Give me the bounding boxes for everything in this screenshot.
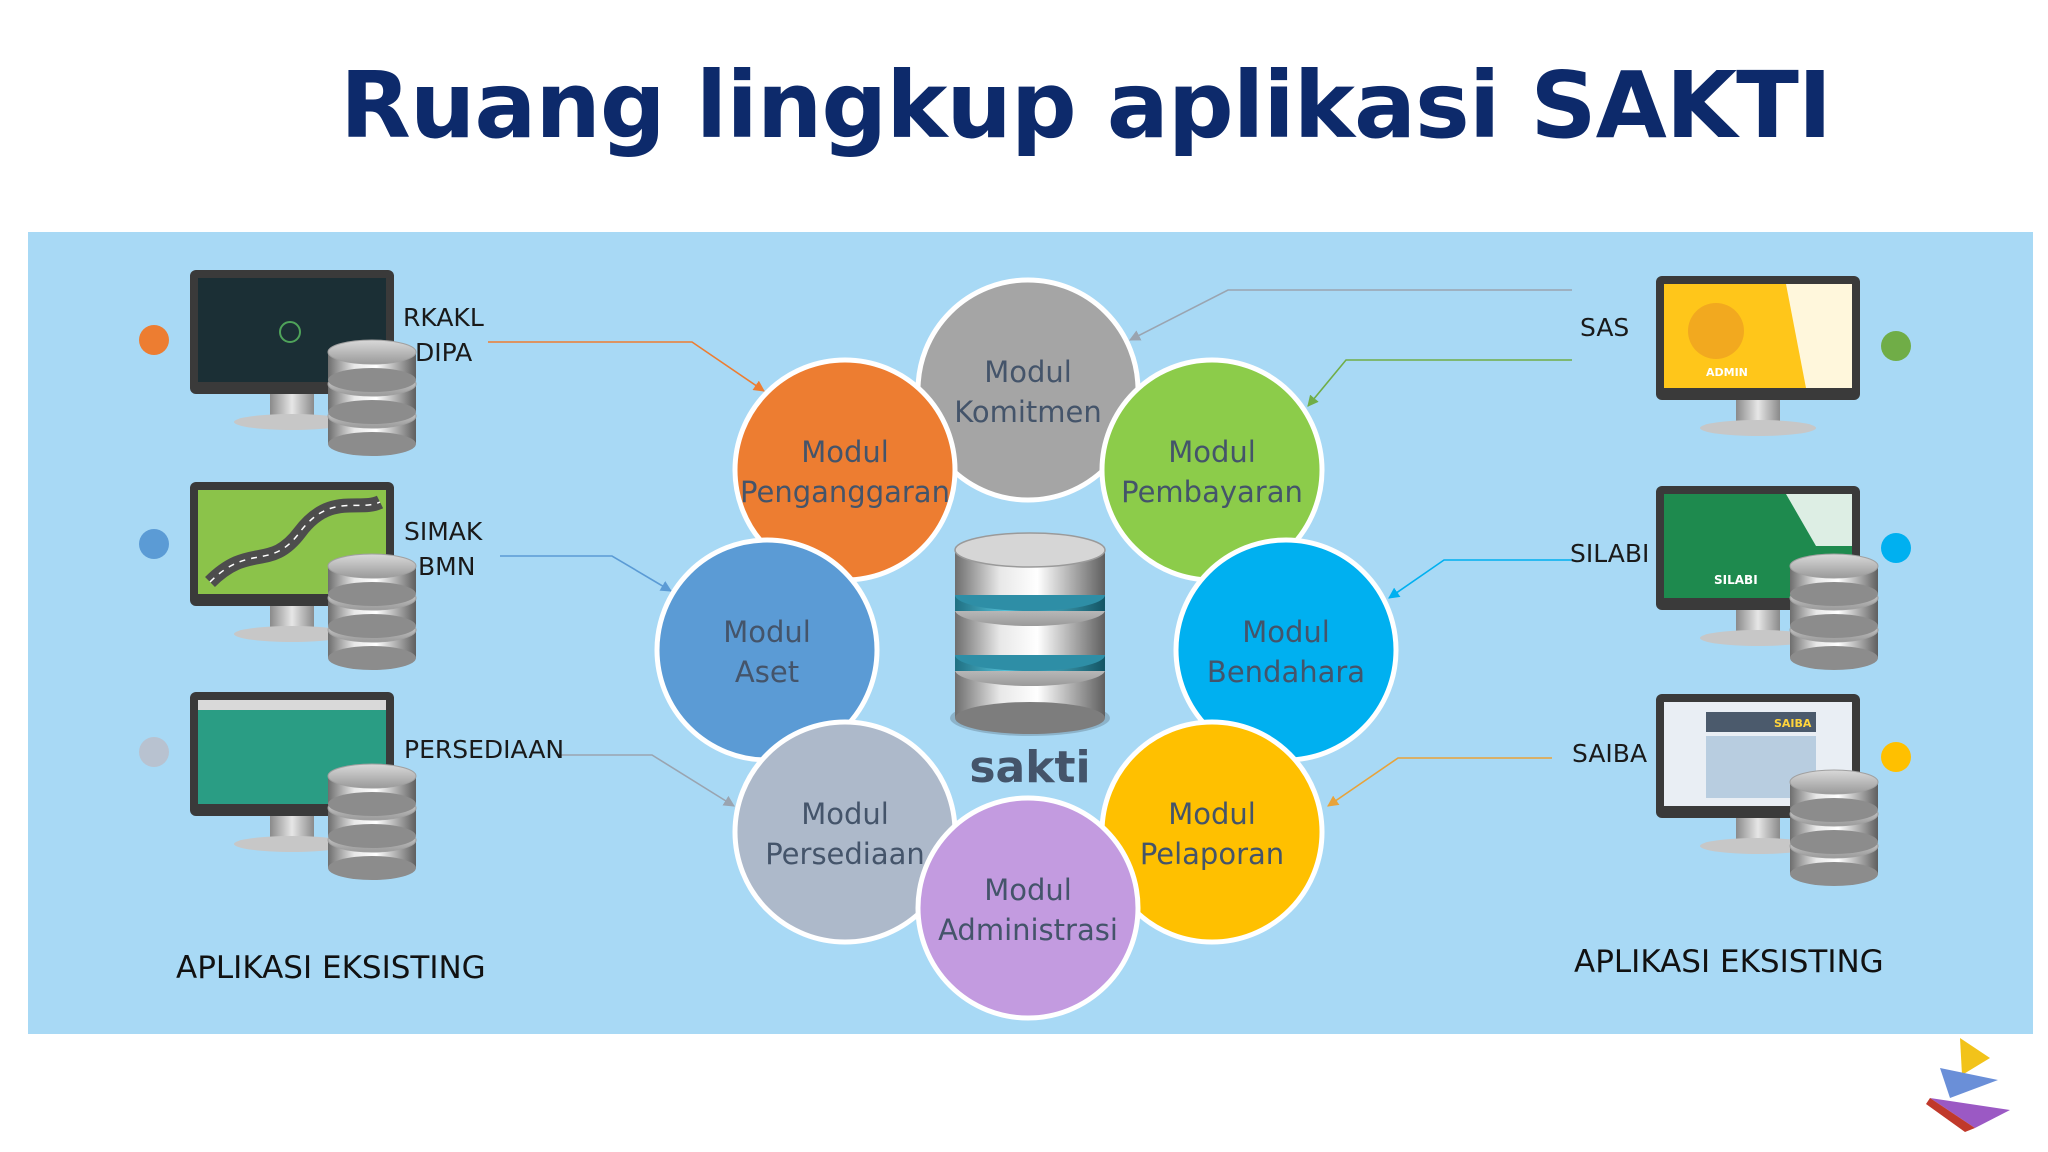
center-label: sakti <box>969 742 1090 793</box>
module-circle-administrasi <box>915 795 1141 1021</box>
label-dipa: DIPA <box>415 338 473 367</box>
db-silabi-icon <box>1789 553 1879 670</box>
dot-simak-icon <box>139 529 169 559</box>
module-name-aset: Aset <box>735 655 799 689</box>
central-database-icon <box>950 532 1110 736</box>
label-bmn: BMN <box>418 552 476 581</box>
right-section-label: APLIKASI EKSISTING <box>1574 944 1884 980</box>
dot-saiba-icon <box>1881 742 1911 772</box>
module-name-bendahara: Bendahara <box>1207 655 1365 689</box>
db-simak-icon <box>327 553 417 670</box>
label-sas: SAS <box>1580 313 1630 342</box>
module-title-pelaporan: Modul <box>1168 797 1256 831</box>
saiba-screen-label: SAIBA <box>1774 717 1812 730</box>
module-title-pembayaran: Modul <box>1168 435 1256 469</box>
module-name-pelaporan: Pelaporan <box>1140 837 1284 871</box>
db-rkakl-icon <box>327 339 417 456</box>
db-saiba-icon <box>1789 769 1879 886</box>
right-app-label-sas: SAS <box>1580 310 1629 345</box>
module-title-administrasi: Modul <box>984 873 1072 907</box>
module-title-komitmen: Modul <box>984 355 1072 389</box>
module-name-komitmen: Komitmen <box>954 395 1101 429</box>
label-saiba: SAIBA <box>1572 739 1648 768</box>
module-title-persediaan: Modul <box>801 797 889 831</box>
module-title-bendahara: Modul <box>1242 615 1330 649</box>
dot-persediaan-icon <box>139 737 169 767</box>
label-silabi: SILABI <box>1570 539 1650 568</box>
right-app-label-silabi: SILABI <box>1570 536 1649 571</box>
silabi-screen-label: SILABI <box>1714 573 1758 587</box>
sakti-logo-icon <box>1926 1038 2010 1132</box>
right-computer-sas-icon: ADMIN <box>1656 276 1860 436</box>
dot-sas-icon <box>1881 331 1911 361</box>
left-section-label: APLIKASI EKSISTING <box>176 950 486 986</box>
connector-rkakl-penganggaran <box>488 341 765 392</box>
connector-silabi-bendahara <box>1388 559 1572 599</box>
label-rkakl: RKAKL <box>403 303 484 332</box>
right-app-label-saiba: SAIBA <box>1572 736 1647 771</box>
dot-silabi-icon <box>1881 533 1911 563</box>
module-name-administrasi: Administrasi <box>938 913 1118 947</box>
left-app-label-rkakl: RKAKL DIPA <box>403 300 484 370</box>
label-persediaan: PERSEDIAAN <box>404 735 565 764</box>
connector-simak-aset <box>500 555 672 592</box>
modules-ring: ModulKomitmenModulPenganggaranModulPemba… <box>654 277 1399 1021</box>
dot-rkakl-icon <box>139 325 169 355</box>
db-persediaan-icon <box>327 763 417 880</box>
connector-persediaan-modul <box>558 754 735 807</box>
connector-lines <box>488 289 1572 807</box>
slide-title: Ruang lingkup aplikasi SAKTI <box>340 52 1832 159</box>
module-name-pembayaran: Pembayaran <box>1121 475 1303 509</box>
sas-screen-label: ADMIN <box>1706 366 1748 379</box>
left-app-label-simak: SIMAK BMN <box>404 514 482 584</box>
module-name-persediaan: Persediaan <box>765 837 925 871</box>
connector-saiba-pelaporan <box>1327 757 1552 807</box>
connector-sas-komitmen <box>1129 289 1572 341</box>
module-name-penganggaran: Penganggaran <box>740 475 950 509</box>
module-title-aset: Modul <box>723 615 811 649</box>
module-title-penganggaran: Modul <box>801 435 889 469</box>
database-stacks <box>327 339 1879 886</box>
left-app-label-persediaan: PERSEDIAAN <box>404 732 564 767</box>
label-simak: SIMAK <box>404 517 483 546</box>
connector-sas-pembayaran <box>1307 359 1572 407</box>
